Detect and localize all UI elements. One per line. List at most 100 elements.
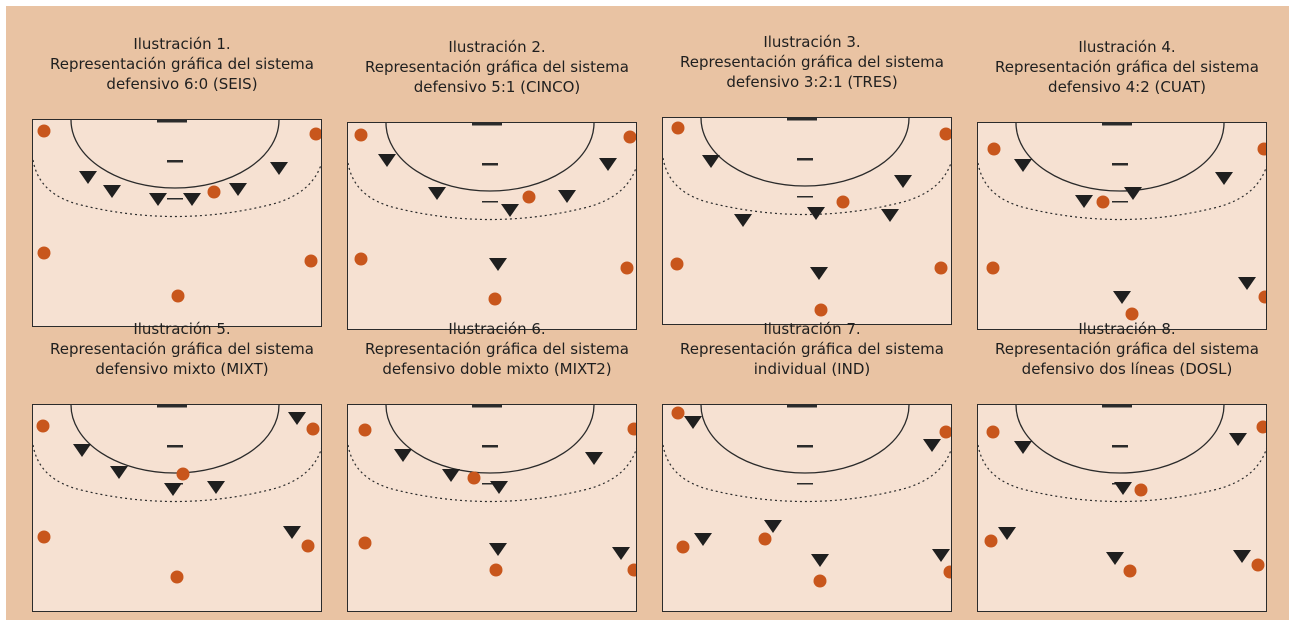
defender-triangle [998,527,1016,540]
attacker-dot [836,195,850,209]
handball-court [347,404,637,612]
defender-triangle [394,449,412,462]
goal-area-line [1015,123,1225,192]
defender-triangle [811,554,829,567]
attacker-dot [1134,483,1148,497]
free-throw-line [663,444,951,503]
panel-caption: Ilustración 1. Representación gráfica de… [26,34,338,94]
defender-triangle [734,214,752,227]
seven-meter-mark [482,163,498,166]
caption-title: Ilustración 7. [763,320,861,338]
attacker-dot [984,534,998,548]
defender-triangle [881,209,899,222]
caption-subtitle: Representación gráfica del sistema [995,58,1259,76]
defender-triangle [1238,277,1256,290]
attacker-dot [354,252,368,266]
defender-triangle [694,533,712,546]
handball-court [977,404,1267,612]
attacker-dot [676,540,690,554]
defender-triangle [73,444,91,457]
defender-triangle [684,416,702,429]
attacker-dot [934,261,948,275]
attacker-dot [1258,290,1266,304]
panel-7: Ilustración 7. Representación gráfica de… [662,319,962,619]
attacker-dot [986,425,1000,439]
seven-meter-mark [797,445,813,448]
defender-triangle [764,520,782,533]
defender-triangle [1114,482,1132,495]
handball-court [32,119,322,327]
attacker-dot [987,142,1001,156]
attacker-dot [489,563,503,577]
handball-court [662,404,952,612]
attacker-dot [522,190,536,204]
goal-line [157,120,187,123]
four-meter-mark [482,201,498,203]
attacker-dot [1123,564,1137,578]
court-svg [663,118,951,317]
defender-triangle [378,154,396,167]
court-svg [33,405,321,584]
defender-triangle [585,452,603,465]
attacker-dot [467,471,481,485]
caption-title: Ilustración 8. [1078,320,1176,338]
defender-triangle [1106,552,1124,565]
defender-triangle [1014,441,1032,454]
attacker-dot [758,532,772,546]
diagram-figure: Ilustración 1. Representación gráfica de… [6,6,1289,620]
defender-triangle [612,547,630,560]
defender-triangle [283,526,301,539]
goal-area-line [700,118,910,187]
caption-system: defensivo doble mixto (MIXT2) [382,360,612,378]
caption-subtitle: Representación gráfica del sistema [995,340,1259,358]
defender-triangle [1113,291,1131,304]
defender-triangle [110,466,128,479]
attacker-dot [354,128,368,142]
defender-triangle [103,185,121,198]
panel-8: Ilustración 8. Representación gráfica de… [977,319,1277,619]
defender-triangle [489,543,507,556]
court-svg [978,405,1266,578]
attacker-dot [170,570,184,584]
attacker-dot [671,406,685,420]
defender-triangle [501,204,519,217]
panel-caption: Ilustración 3. Representación gráfica de… [656,32,968,92]
attacker-dot [813,574,827,588]
four-meter-mark [482,483,498,485]
goal-line [472,405,502,408]
defender-triangle [1233,550,1251,563]
attacker-dot [37,124,51,138]
attacker-dot [306,422,320,436]
defender-triangle [229,183,247,196]
court-svg [33,120,321,303]
goal-line [1102,405,1132,408]
caption-subtitle: Representación gráfica del sistema [50,55,314,73]
defender-triangle [428,187,446,200]
attacker-dot [620,261,634,275]
court-svg [663,405,951,588]
court-svg [348,405,636,577]
seven-meter-mark [167,160,183,163]
defender-triangle [599,158,617,171]
caption-title: Ilustración 3. [763,33,861,51]
attacker-dot [488,292,502,306]
attacker-dot [358,536,372,550]
defender-triangle [489,258,507,271]
caption-subtitle: Representación gráfica del sistema [365,340,629,358]
seven-meter-mark [1112,163,1128,166]
goal-line [787,405,817,408]
four-meter-mark [1112,201,1128,203]
handball-court [32,404,322,612]
attacker-dot [627,422,636,436]
goal-area-line [385,123,595,192]
panel-caption: Ilustración 2. Representación gráfica de… [341,37,653,97]
panel-5: Ilustración 5. Representación gráfica de… [32,319,332,619]
free-throw-line [978,444,1266,503]
goal-line [787,118,817,121]
court-svg [978,123,1266,321]
defender-triangle [183,193,201,206]
panel-caption: Ilustración 4. Representación gráfica de… [971,37,1283,97]
defender-triangle [894,175,912,188]
goal-area-line [700,405,910,474]
defender-triangle [270,162,288,175]
